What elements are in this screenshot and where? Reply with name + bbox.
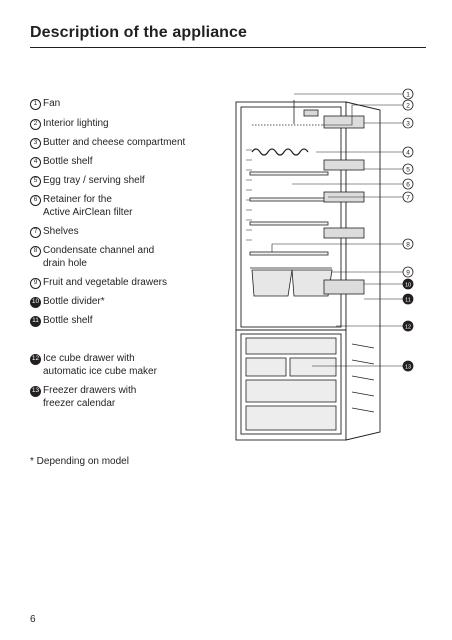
legend-item: 4 Bottle shelf — [30, 155, 92, 168]
callout-label: 10 — [405, 282, 411, 288]
legend-label: Condensate channel and drain hole — [43, 245, 155, 269]
callout-label: 1 — [406, 91, 410, 98]
title-rule — [30, 47, 426, 48]
legend-item: 7 Shelves — [30, 225, 79, 238]
fruit-vegetable-drawers — [250, 267, 333, 297]
legend-item: 2 Interior lighting — [30, 117, 109, 130]
legend-label: Shelves — [43, 226, 79, 237]
callout-number: 8 — [30, 246, 41, 257]
callout-label: 12 — [405, 324, 411, 330]
callout-label: 11 — [405, 297, 411, 303]
legend-item: 8 Condensate channel and drain hole — [30, 244, 154, 270]
legend-label: Retainer for the Active AirClean filter — [43, 194, 133, 218]
legend-item: 3 Butter and cheese compartment — [30, 136, 185, 149]
callout-number: 7 — [30, 227, 41, 238]
callout-12: 12 — [402, 320, 414, 332]
legend-label: Egg tray / serving shelf — [43, 175, 145, 186]
legend-item: 5 Egg tray / serving shelf — [30, 174, 145, 187]
bottle-shelf-icon — [251, 148, 309, 156]
legend-label: Bottle shelf — [43, 315, 93, 326]
legend-item: 11 Bottle shelf — [30, 314, 92, 327]
callout-8: 8 — [402, 238, 414, 250]
legend-item: 10 Bottle divider* — [30, 295, 105, 308]
component-legend: 1 Fan 2 Interior lighting 3 Butter and c… — [30, 0, 235, 640]
callout-markers: 1 2 3 4 5 6 7 8 9 10 11 12 13 — [402, 88, 414, 372]
footnote: * Depending on model — [30, 456, 129, 467]
freezer-door-vents — [351, 343, 375, 413]
wall-rails — [246, 149, 252, 241]
callout-number: 3 — [30, 138, 41, 149]
callout-number: 11 — [30, 316, 41, 327]
legend-label: Bottle divider* — [43, 296, 105, 307]
legend-item: 9 Fruit and vegetable drawers — [30, 276, 167, 289]
callout-3: 3 — [402, 117, 414, 129]
callout-7: 7 — [402, 191, 414, 203]
callout-2: 2 — [402, 99, 414, 111]
callout-number: 1 — [30, 99, 41, 110]
fridge-freezer-diagram: 1 2 3 4 5 6 7 8 9 10 11 12 13 — [235, 88, 414, 441]
legend-label: Interior lighting — [43, 118, 109, 129]
legend-label: Bottle shelf — [43, 156, 93, 167]
callout-number: 4 — [30, 157, 41, 168]
callout-label: 8 — [406, 241, 410, 248]
legend-label: Fan — [43, 98, 61, 109]
legend-label: Butter and cheese compartment — [43, 137, 186, 148]
callout-number: 5 — [30, 176, 41, 187]
callout-4: 4 — [402, 146, 414, 158]
legend-item: 12 Ice cube drawer with automatic ice cu… — [30, 352, 157, 378]
page-number: 6 — [30, 614, 36, 625]
legend-label: Ice cube drawer with automatic ice cube … — [43, 353, 157, 377]
callout-label: 9 — [406, 269, 410, 276]
callout-number: 2 — [30, 119, 41, 130]
callout-number: 9 — [30, 278, 41, 289]
freezer-drawers — [245, 337, 337, 431]
callout-5: 5 — [402, 163, 414, 175]
callout-6: 6 — [402, 178, 414, 190]
legend-label: Freezer drawers with freezer calendar — [43, 385, 137, 409]
callout-10: 10 — [402, 278, 414, 290]
callout-label: 6 — [406, 181, 410, 188]
callout-number: 13 — [30, 386, 41, 397]
callout-9: 9 — [402, 266, 414, 278]
callout-number: 10 — [30, 297, 41, 308]
callout-11: 11 — [402, 293, 414, 305]
callout-number: 6 — [30, 195, 41, 206]
callout-label: 3 — [406, 120, 410, 127]
callout-1: 1 — [402, 88, 414, 100]
callout-number: 12 — [30, 354, 41, 365]
appliance-door — [345, 101, 381, 441]
leader-lines — [271, 93, 403, 367]
page-title: Description of the appliance — [30, 24, 248, 41]
legend-label: Fruit and vegetable drawers — [43, 277, 167, 288]
callout-label: 4 — [406, 149, 410, 156]
door-compartments — [323, 115, 365, 295]
callout-label: 13 — [405, 364, 411, 370]
legend-item: 6 Retainer for the Active AirClean filte… — [30, 193, 132, 219]
legend-item: 1 Fan — [30, 97, 60, 110]
fan-icon — [293, 100, 319, 124]
callout-13: 13 — [402, 360, 414, 372]
callout-label: 2 — [406, 102, 410, 109]
shelves — [249, 171, 329, 256]
callout-label: 7 — [406, 194, 410, 201]
callout-label: 5 — [406, 166, 410, 173]
legend-item: 13 Freezer drawers with freezer calendar — [30, 384, 136, 410]
